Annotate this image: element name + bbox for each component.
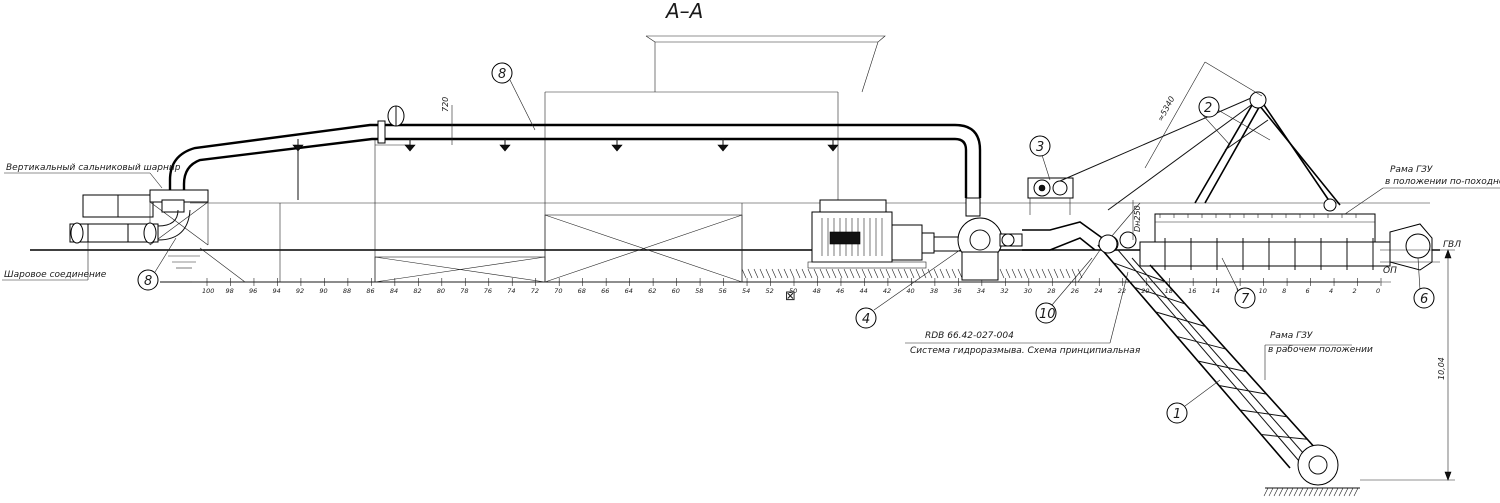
frame-tick-label: 88 — [343, 287, 351, 295]
callout-8-stern: 8 — [137, 237, 177, 291]
frame-tick-label: 44 — [859, 287, 867, 295]
frame-tick-label: 30 — [1024, 287, 1032, 295]
frame-tick-label: 86 — [366, 287, 374, 295]
frame-tick-label: 10 — [1259, 287, 1267, 295]
svg-text:2: 2 — [1204, 101, 1212, 116]
label-doc-title: Система гидроразмыва. Схема принципиальн… — [910, 346, 1141, 356]
frame-tick-label: 70 — [554, 287, 562, 295]
callout-4: 4 — [855, 249, 961, 329]
frame-tick-label: 18 — [1165, 287, 1173, 295]
frame-tick-label: 62 — [648, 287, 656, 295]
svg-text:8: 8 — [498, 67, 506, 82]
frame-tick-label: 38 — [930, 287, 938, 295]
svg-text:3: 3 — [1036, 140, 1044, 155]
frame-tick-label: 100 — [202, 287, 214, 295]
dim-720: 720 — [441, 97, 450, 112]
frame-tick-label: 40 — [906, 287, 914, 295]
callout-7: 7 — [1221, 257, 1256, 309]
keel-hatching — [741, 268, 1083, 279]
frame-transport-position — [1139, 213, 1440, 271]
depth-dimension: 10,04 — [1360, 249, 1455, 481]
dim-1004: 10,04 — [1437, 357, 1446, 380]
frame-tick-label: 50 — [789, 287, 797, 295]
label-op: ОП — [1383, 266, 1397, 276]
frame-work-position — [1097, 234, 1360, 497]
dim-250: Dн250 — [1133, 205, 1142, 232]
frame-tick-label: 96 — [249, 287, 257, 295]
frame-tick-label: 28 — [1047, 287, 1055, 295]
callout-8-pipe: 8 — [491, 62, 536, 131]
svg-text:6: 6 — [1420, 292, 1428, 307]
svg-text:7: 7 — [1241, 292, 1250, 307]
dim-5340: ≈5340 — [1156, 95, 1177, 123]
a-frame-gantry: ≈5340 Dн250 — [1107, 61, 1341, 240]
label-frame-work-2: в рабочем положении — [1268, 345, 1373, 355]
frame-tick-label: 92 — [296, 287, 304, 295]
frame-tick-label: 22 — [1118, 287, 1126, 295]
callout-3: 3 — [1029, 135, 1051, 181]
callout-10: 10 — [1035, 257, 1093, 324]
svg-text:4: 4 — [862, 312, 870, 327]
callout-1: 1 — [1166, 379, 1221, 424]
frame-tick-label: 48 — [812, 287, 820, 295]
frame-tick-label: 54 — [742, 287, 750, 295]
svg-text:10: 10 — [1039, 307, 1056, 322]
frame-tick-label: 74 — [507, 287, 515, 295]
label-frame-transport-1: Рама ГЗУ — [1390, 165, 1433, 175]
midship-mark: ⊠ — [785, 289, 796, 304]
frame-tick-label: 32 — [1000, 287, 1008, 295]
frame-tick-label: 98 — [225, 287, 233, 295]
frame-tick-label: 42 — [883, 287, 891, 295]
frame-tick-label: 84 — [390, 287, 398, 295]
label-frame-work-1: Рама ГЗУ — [1270, 331, 1313, 341]
frame-tick-label: 94 — [272, 287, 280, 295]
frame-tick-label: 16 — [1188, 287, 1196, 295]
label-frame-transport-2: в положении по-походному — [1385, 177, 1500, 187]
frame-tick-label: 58 — [695, 287, 703, 295]
frame-tick-label: 8 — [1282, 287, 1286, 295]
label-ball-joint: Шаровое соединение — [4, 270, 107, 280]
frame-tick-label: 78 — [460, 287, 468, 295]
frame-tick-label: 0 — [1376, 287, 1380, 295]
frame-tick-label: 34 — [977, 287, 985, 295]
callout-6: 6 — [1413, 257, 1435, 309]
frame-tick-label: 52 — [766, 287, 774, 295]
section-title: А–А — [664, 0, 703, 23]
frame-tick-label: 80 — [437, 287, 445, 295]
label-gvl: ГВЛ — [1443, 240, 1461, 250]
frame-tick-label: 60 — [672, 287, 680, 295]
frame-tick-label: 36 — [953, 287, 961, 295]
label-doc-code: RDB 66.42-027-004 — [925, 331, 1014, 341]
frame-tick-label: 2 — [1353, 287, 1357, 295]
frame-tick-label: 72 — [531, 287, 539, 295]
frame-tick-label: 4 — [1329, 287, 1333, 295]
frame-tick-label: 90 — [319, 287, 327, 295]
frame-tick-label: 82 — [413, 287, 421, 295]
overhead-pipeline: 720 — [168, 97, 982, 217]
frame-tick-label: 46 — [836, 287, 844, 295]
frame-tick-label: 68 — [578, 287, 586, 295]
frame-tick-label: 6 — [1306, 287, 1310, 295]
frame-tick-label: 76 — [484, 287, 492, 295]
callout-2: 2 — [1198, 96, 1220, 118]
label-swivel-joint: Вертикальный сальниковый шарнир — [6, 163, 181, 173]
frame-tick-label: 64 — [625, 287, 633, 295]
frame-tick-label: 66 — [601, 287, 609, 295]
svg-text:1: 1 — [1173, 407, 1181, 422]
frame-tick-label: 24 — [1094, 287, 1102, 295]
winch-assembly — [1027, 94, 1259, 215]
frame-tick-label: 14 — [1212, 287, 1220, 295]
stern-swivel-assembly — [69, 189, 246, 283]
svg-text:8: 8 — [144, 274, 152, 289]
frame-tick-label: 26 — [1071, 287, 1079, 295]
frame-tick-label: 56 — [719, 287, 727, 295]
